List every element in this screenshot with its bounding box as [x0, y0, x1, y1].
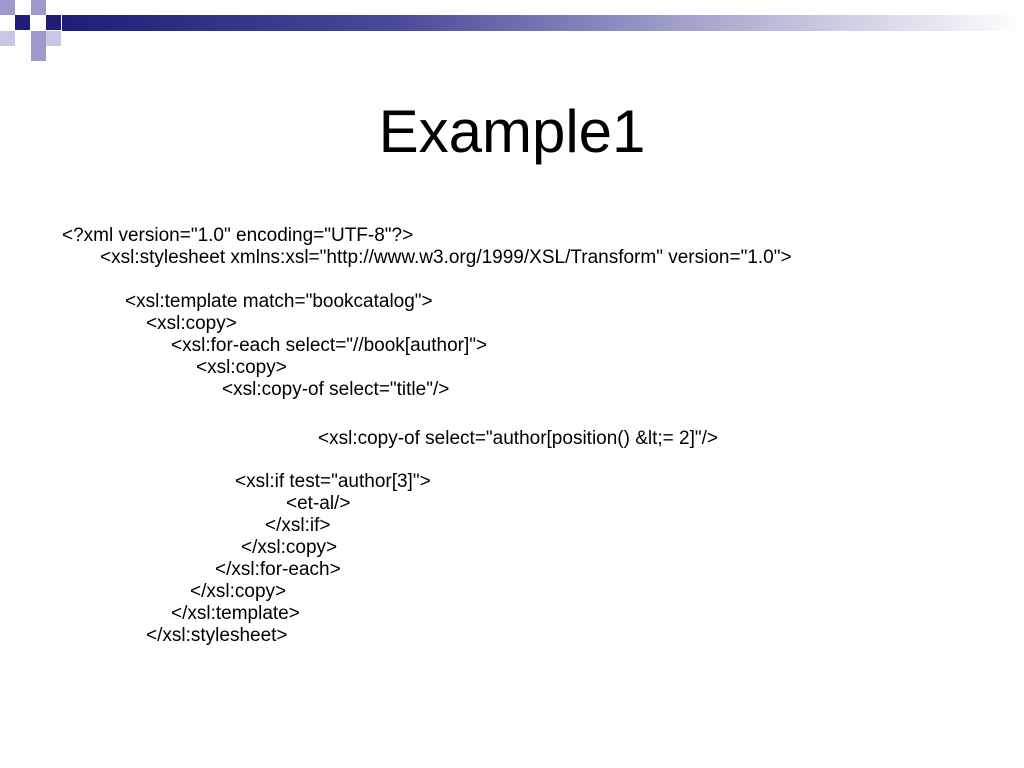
code-line: </xsl:copy> [241, 537, 338, 558]
decor-square [0, 31, 15, 46]
slide-title: Example1 [378, 98, 646, 165]
code-line: </xsl:template> [171, 603, 300, 624]
code-line: <xsl:stylesheet xmlns:xsl="http://www.w3… [100, 247, 792, 268]
code-line: <xsl:if test="author[3]"> [235, 471, 431, 492]
code-line: <xsl:template match="bookcatalog"> [125, 291, 433, 312]
code-line: <xsl:copy-of select="author[position() &… [318, 428, 719, 449]
decor-square [31, 31, 46, 46]
code-line: </xsl:for-each> [215, 559, 341, 580]
code-line: <xsl:copy-of select="title"/> [222, 379, 450, 400]
code-line: </xsl:stylesheet> [146, 625, 288, 646]
decor-square [31, 46, 46, 61]
decor-square [46, 31, 61, 46]
decor-square [31, 0, 46, 15]
header-gradient-bar [62, 15, 1024, 31]
code-line: <?xml version="1.0" encoding="UTF-8"?> [62, 225, 414, 246]
decor-square [15, 15, 30, 30]
decorative-header-band [0, 0, 1024, 62]
code-line: <xsl:copy> [146, 313, 237, 334]
decor-square [46, 15, 61, 30]
code-line: <xsl:copy> [196, 357, 287, 378]
code-line: </xsl:copy> [190, 581, 287, 602]
code-line: <xsl:for-each select="//book[author]"> [171, 335, 488, 356]
code-line: </xsl:if> [265, 515, 331, 536]
decor-square [0, 0, 15, 15]
code-line: <et-al/> [286, 493, 351, 514]
